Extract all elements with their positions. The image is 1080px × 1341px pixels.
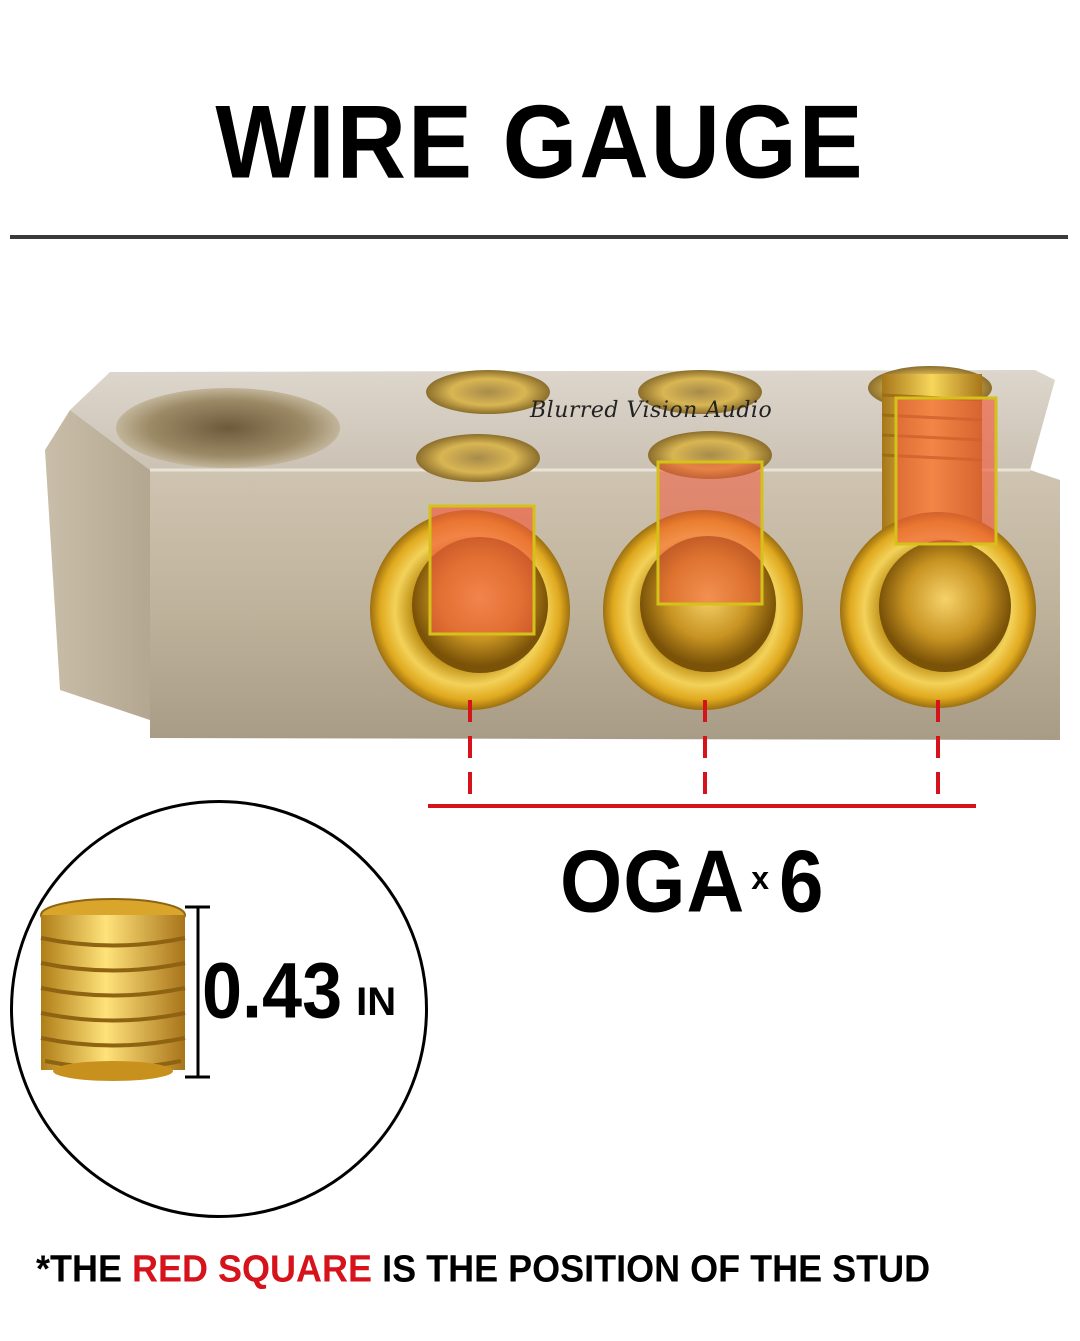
screw-length-value: 0.43 — [202, 947, 343, 1035]
brand-watermark: Blurred Vision Audio — [530, 398, 773, 423]
mount-hole — [116, 388, 340, 468]
wire-port-bore — [879, 540, 1011, 672]
top-screw-hole — [426, 370, 550, 414]
footnote: *THE RED SQUARE IS THE POSITION OF THE S… — [36, 1247, 930, 1291]
gauge-multiplier: x — [751, 860, 770, 896]
footnote-highlight: RED SQUARE — [132, 1246, 373, 1290]
battery-terminal-image — [45, 366, 1060, 808]
top-screw-hole — [416, 434, 540, 482]
set-screw-closeup — [40, 898, 210, 1081]
terminal-lug-face — [45, 410, 150, 720]
stud-position-marker — [894, 396, 998, 546]
screw-detail-circle — [10, 800, 428, 1218]
gauge-count: 6 — [779, 832, 825, 931]
footnote-prefix: *THE — [36, 1246, 123, 1290]
footnote-suffix: IS THE POSITION OF THE STUD — [382, 1246, 931, 1290]
gauge-value: OGA — [560, 832, 746, 931]
top-screw-hole — [638, 370, 762, 414]
stud-position-marker — [428, 504, 536, 636]
page-title: WIRE GAUGE — [215, 84, 865, 201]
stud-position-marker — [656, 460, 764, 606]
screw-length-label: 0.43 IN — [202, 947, 397, 1035]
title-divider — [10, 235, 1068, 239]
screw-length-unit: IN — [356, 980, 397, 1024]
